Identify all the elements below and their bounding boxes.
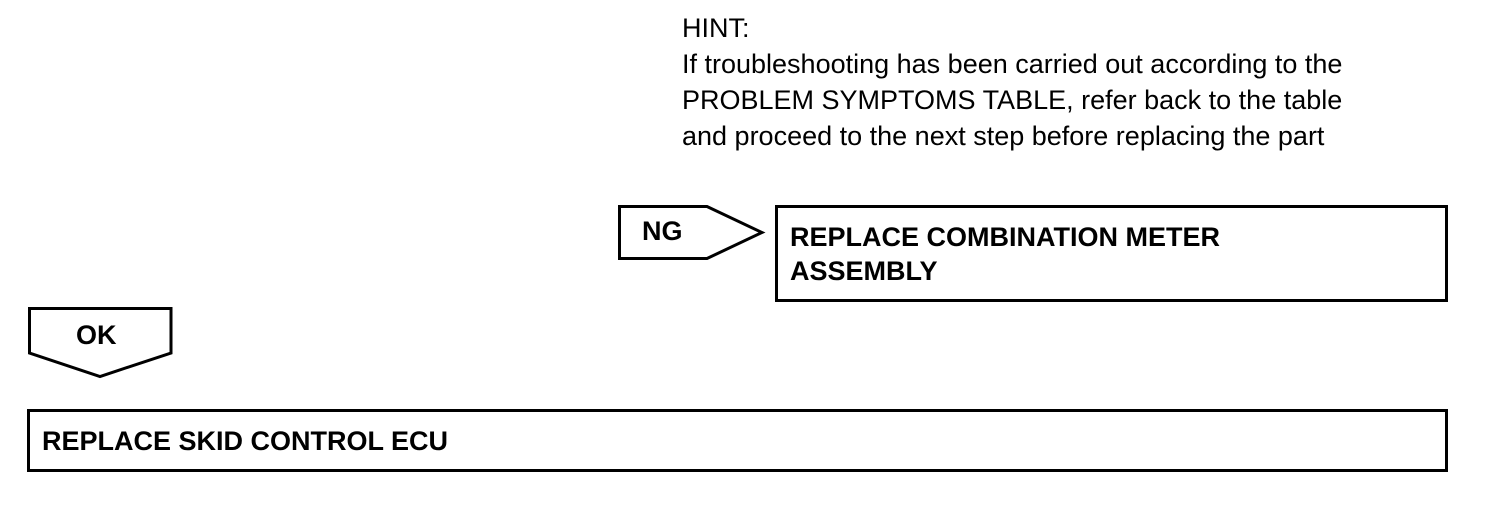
hint-note: HINT: If troubleshooting has been carrie… bbox=[682, 10, 1482, 154]
hint-line: and proceed to the next step before repl… bbox=[682, 121, 1325, 151]
hint-heading: HINT: bbox=[682, 13, 750, 43]
hint-line: If troubleshooting has been carried out … bbox=[682, 49, 1343, 79]
ok-arrow-icon bbox=[28, 307, 173, 379]
ng-arrow-icon bbox=[618, 205, 766, 260]
action-text: ASSEMBLY bbox=[790, 256, 938, 286]
replace-skid-control-ecu-box: REPLACE SKID CONTROL ECU bbox=[27, 409, 1448, 472]
hint-line: PROBLEM SYMPTOMS TABLE, refer back to th… bbox=[682, 85, 1343, 115]
ok-label: OK bbox=[76, 320, 117, 350]
ng-label: NG bbox=[642, 216, 683, 246]
action-text: REPLACE COMBINATION METER bbox=[790, 222, 1220, 252]
action-text: REPLACE SKID CONTROL ECU bbox=[42, 426, 449, 456]
replace-combination-meter-box: REPLACE COMBINATION METER ASSEMBLY bbox=[775, 205, 1448, 302]
